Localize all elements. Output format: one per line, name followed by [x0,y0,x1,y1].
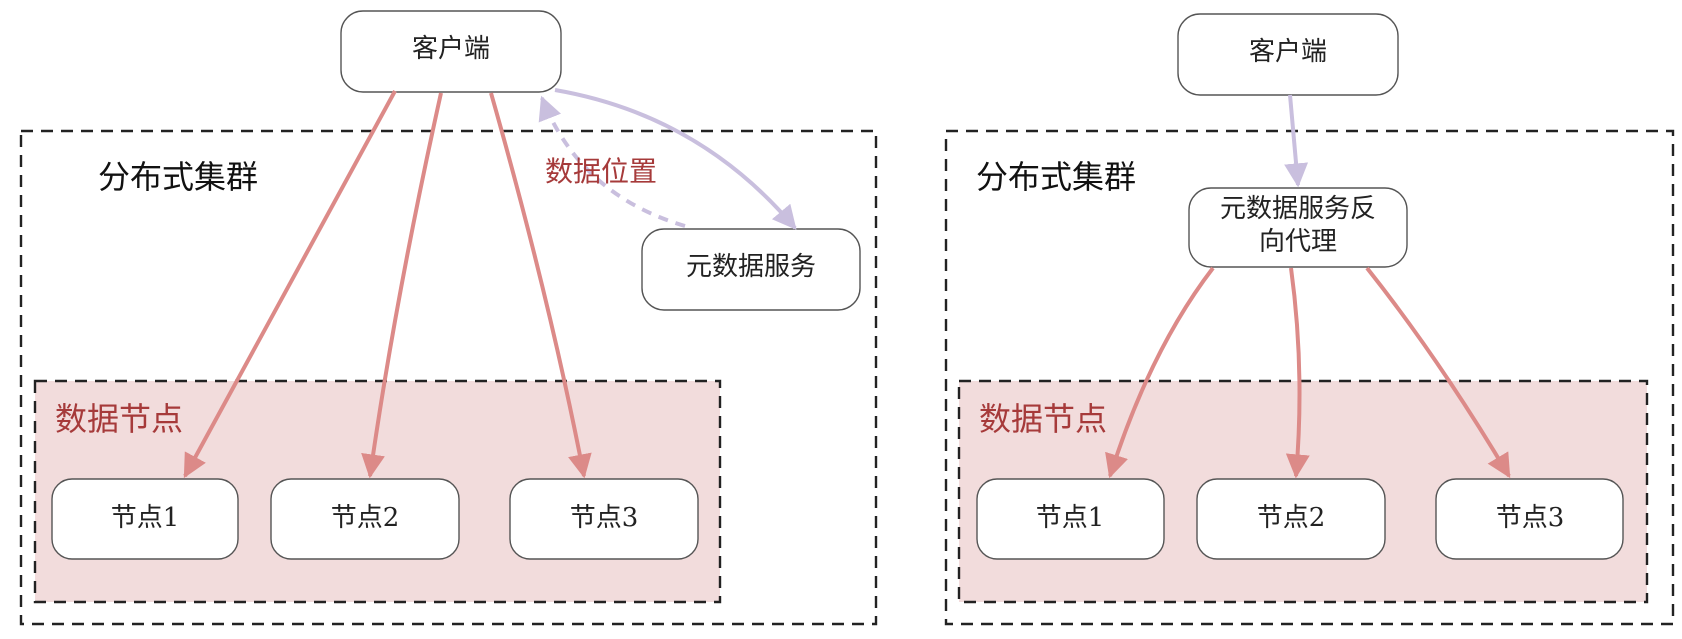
left-edge-label-data-location: 数据位置 [545,155,657,188]
left-metadata-service-label: 元数据服务 [686,252,816,282]
left-node-3-box: 节点3 [509,478,699,560]
left-node-2-box: 节点2 [270,478,460,560]
left-edge-client-node1 [183,90,397,479]
left-client-label: 客户端 [412,34,490,64]
left-diagram: 分布式集群 数据节点 客户端 元数据服务 节点1 节点2 节点3 [19,10,878,626]
right-cluster-title: 分布式集群 [976,158,1136,196]
left-node-1-box: 节点1 [51,478,239,560]
right-diagram: 分布式集群 数据节点 客户端 元数据服务反 向代理 节点1 节点2 节点3 [944,13,1675,626]
right-metadata-proxy-box: 元数据服务反 向代理 [1188,187,1408,268]
right-node-1-label: 节点1 [1036,503,1105,533]
right-edge-proxy-node1 [1105,266,1215,479]
left-metadata-service-box: 元数据服务 [641,228,861,311]
right-edge-proxy-node2 [1285,267,1310,479]
right-node-2-box: 节点2 [1196,478,1386,560]
right-cluster-frame [944,129,1675,626]
right-node-1-box: 节点1 [976,478,1165,560]
right-edge-proxy-node3 [1365,266,1511,479]
left-client-box: 客户端 [340,10,562,93]
left-cluster-title: 分布式集群 [98,158,258,196]
left-node-2-label: 节点2 [331,503,400,533]
right-node-3-label: 节点3 [1496,503,1565,533]
right-metadata-proxy-label-line2: 向代理 [1259,227,1337,257]
right-client-label: 客户端 [1249,37,1327,67]
left-edge-metadata-client [538,95,686,228]
right-metadata-proxy-label-line1: 元数据服务反 [1220,194,1376,224]
left-cluster-frame [19,129,878,626]
right-node-3-box: 节点3 [1435,478,1624,560]
left-edge-client-metadata [554,88,797,230]
left-edge-client-node2 [361,92,443,479]
left-datanode-title: 数据节点 [55,400,183,438]
right-edge-client-proxy [1284,94,1309,188]
right-node-2-label: 节点2 [1257,503,1326,533]
right-client-box: 客户端 [1177,13,1399,96]
left-node-1-label: 节点1 [111,503,180,533]
left-edge-client-node3 [489,92,592,479]
right-datanode-title: 数据节点 [979,400,1107,438]
left-node-3-label: 节点3 [570,503,639,533]
